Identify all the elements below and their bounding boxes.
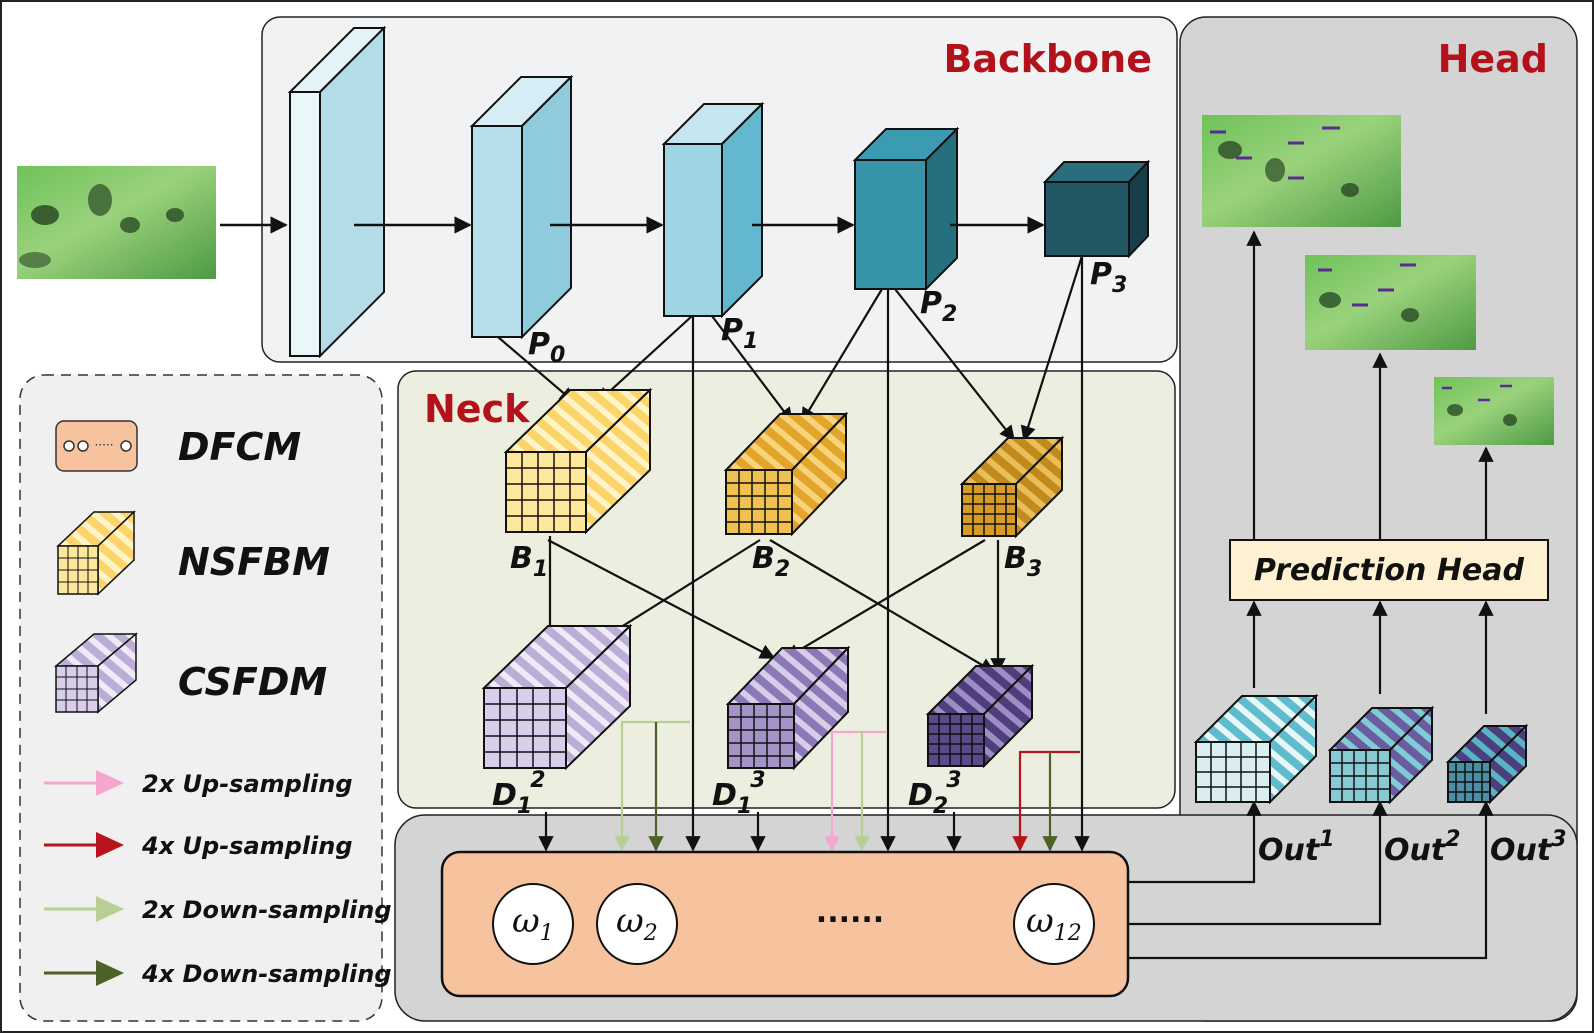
out-cube-2	[1327, 705, 1435, 805]
legend-nsfbm-icon	[56, 510, 136, 596]
label-b1: B1	[510, 541, 548, 582]
fusion-to-out-arrows	[1128, 800, 1494, 960]
fusion-weight-w1: ω1	[492, 883, 574, 965]
out-to-head-arrows	[1246, 600, 1494, 714]
label-p1: P1	[721, 313, 758, 354]
label-d1: D12	[492, 768, 546, 819]
fusion-ellipsis: ......	[816, 895, 884, 930]
label-b2: B2	[752, 541, 790, 582]
d-to-fusion-arrows	[538, 812, 962, 852]
label-out3: Out3	[1490, 827, 1567, 868]
legend-arrow-2x-down: 2x Down-sampling	[44, 896, 392, 924]
svg-text:·····: ·····	[94, 438, 113, 452]
legend-arrow-2x-up: 2x Up-sampling	[44, 770, 353, 798]
head-title: Head	[1438, 37, 1548, 81]
label-out2: Out2	[1384, 827, 1461, 868]
legend-arrow-4x-down-label: 4x Down-sampling	[141, 960, 392, 988]
backbone-block-p3	[1042, 159, 1151, 259]
label-d2: D13	[712, 768, 766, 819]
nsfbm-cube-b2	[723, 411, 849, 537]
csfdm-cube-d3	[925, 663, 1035, 769]
legend-arrow-2x-up-label: 2x Up-sampling	[142, 770, 353, 798]
prediction-head-label: Prediction Head	[1254, 553, 1524, 588]
label-out1: Out1	[1258, 827, 1335, 868]
backbone-title: Backbone	[943, 37, 1152, 81]
csfdm-cube-d1	[481, 623, 633, 771]
legend-arrow-4x-up-label: 4x Up-sampling	[141, 832, 353, 860]
head-to-image-arrows	[1246, 230, 1494, 540]
legend-arrow-4x-up-head	[96, 832, 124, 858]
neck-title: Neck	[424, 387, 530, 431]
svg-text:ω12: ω12	[1026, 901, 1082, 946]
legend-arrow-2x-up-head	[96, 770, 124, 796]
detection-image-2	[1305, 255, 1476, 350]
legend-arrow-2x-down-head	[96, 896, 124, 922]
backbone-block-p2	[852, 126, 960, 292]
csfdm-cube-d2	[725, 645, 851, 771]
legend-csfdm-icon	[53, 632, 139, 714]
legend-nsfbm-label: NSFBM	[178, 540, 330, 584]
legend-arrow-4x-down: 4x Down-sampling	[44, 960, 392, 988]
label-p2: P2	[920, 286, 957, 327]
label-b3: B3	[1004, 541, 1042, 582]
out-cube-1	[1193, 693, 1319, 805]
legend-arrow-4x-up: 4x Up-sampling	[44, 832, 353, 860]
fusion-weight-w12: ω12	[1013, 883, 1095, 965]
nsfbm-cube-b1	[503, 387, 653, 535]
legend-arrow-2x-down-label: 2x Down-sampling	[142, 896, 392, 924]
label-d3: D23	[908, 768, 962, 819]
legend-dfcm-icon: ·····	[55, 420, 138, 472]
legend-csfdm-label: CSFDM	[178, 660, 327, 704]
legend-arrow-4x-down-head	[96, 960, 124, 986]
nsfbm-cube-b3	[959, 435, 1065, 539]
backbone-block-p0	[469, 74, 574, 340]
detection-image-3	[1434, 377, 1554, 445]
detection-image-1	[1202, 115, 1401, 227]
out-cube-3	[1445, 723, 1529, 805]
sampling-arrows	[614, 720, 1080, 852]
svg-text:ω1: ω1	[512, 901, 554, 946]
backbone-block-stem	[287, 25, 387, 359]
label-p3: P3	[1090, 257, 1127, 298]
b-to-d-arrows	[542, 536, 1006, 674]
prediction-head	[1229, 539, 1549, 601]
backbone-block-p1	[661, 101, 765, 319]
legend-dfcm-label: DFCM	[178, 425, 301, 469]
label-p0: P0	[528, 327, 565, 368]
svg-text:ω2: ω2	[616, 901, 658, 946]
fusion-weight-w2: ω2	[596, 883, 678, 965]
input-image	[17, 166, 216, 279]
